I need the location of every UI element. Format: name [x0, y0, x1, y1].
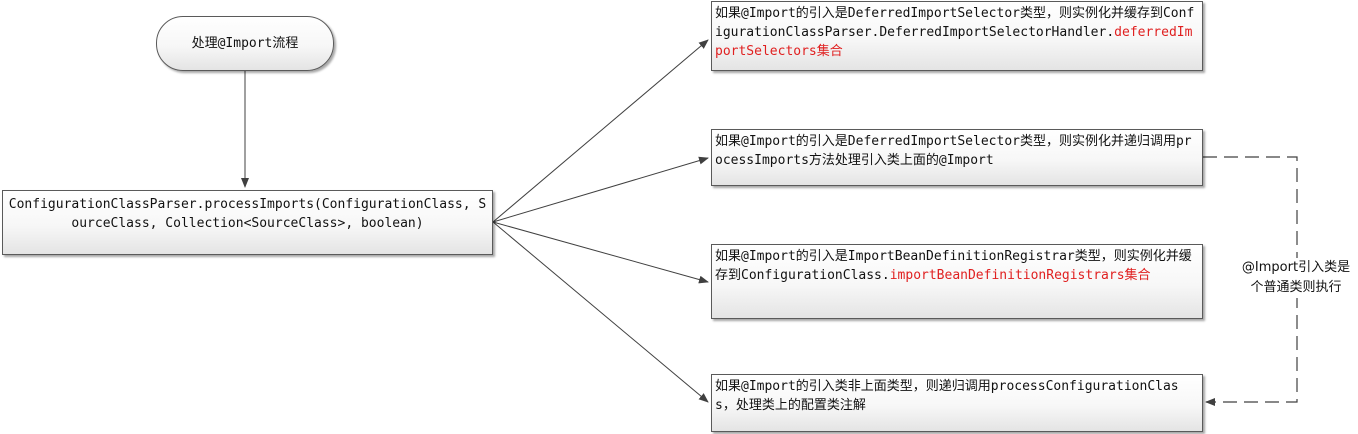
start-terminal: 处理@Import流程 — [156, 16, 334, 71]
arrow-main-to-other — [492, 221, 709, 403]
deferred-selector-cache-box: 如果@Import的引入是DeferredImportSelector类型，则实… — [711, 1, 1203, 71]
loop-label-line2: 个普通类则执行 — [1250, 280, 1342, 295]
loop-edge-label: @Import引入类是 个普通类则执行 — [1226, 258, 1358, 298]
start-label: 处理@Import流程 — [191, 36, 299, 51]
deferred-cache-highlight: deferredImportSelectors — [715, 25, 1193, 59]
deferred-recursive-text: 如果@Import的引入是DeferredImportSelector类型，则实… — [715, 134, 1192, 168]
process-imports-box: ConfigurationClassParser.processImports(… — [2, 190, 493, 255]
registrar-highlight: importBeanDefinitionRegistrars — [889, 268, 1125, 283]
arrow-main-to-deferred-recursive — [492, 156, 709, 223]
loop-label-line1: @Import引入类是 — [1241, 260, 1351, 275]
process-imports-label: ConfigurationClassParser.processImports(… — [8, 197, 487, 231]
registrar-box: 如果@Import的引入是ImportBeanDefinitionRegistr… — [711, 244, 1203, 319]
other-type-text: 如果@Import的引入类非上面类型，则递归调用processConfigura… — [715, 379, 1179, 413]
other-type-box: 如果@Import的引入类非上面类型，则递归调用processConfigura… — [711, 374, 1203, 432]
deferred-cache-text: 如果@Import的引入是DeferredImportSelector类型，则实… — [715, 6, 1195, 40]
registrar-text: 如果@Import的引入是ImportBeanDefinitionRegistr… — [715, 249, 1192, 283]
deferred-cache-tail: 集合 — [816, 44, 843, 59]
arrow-main-to-deferred-cache — [492, 39, 709, 223]
arrow-main-to-registrar — [492, 221, 709, 284]
deferred-selector-recursive-box: 如果@Import的引入是DeferredImportSelector类型，则实… — [711, 129, 1203, 186]
registrar-tail: 集合 — [1124, 268, 1151, 283]
